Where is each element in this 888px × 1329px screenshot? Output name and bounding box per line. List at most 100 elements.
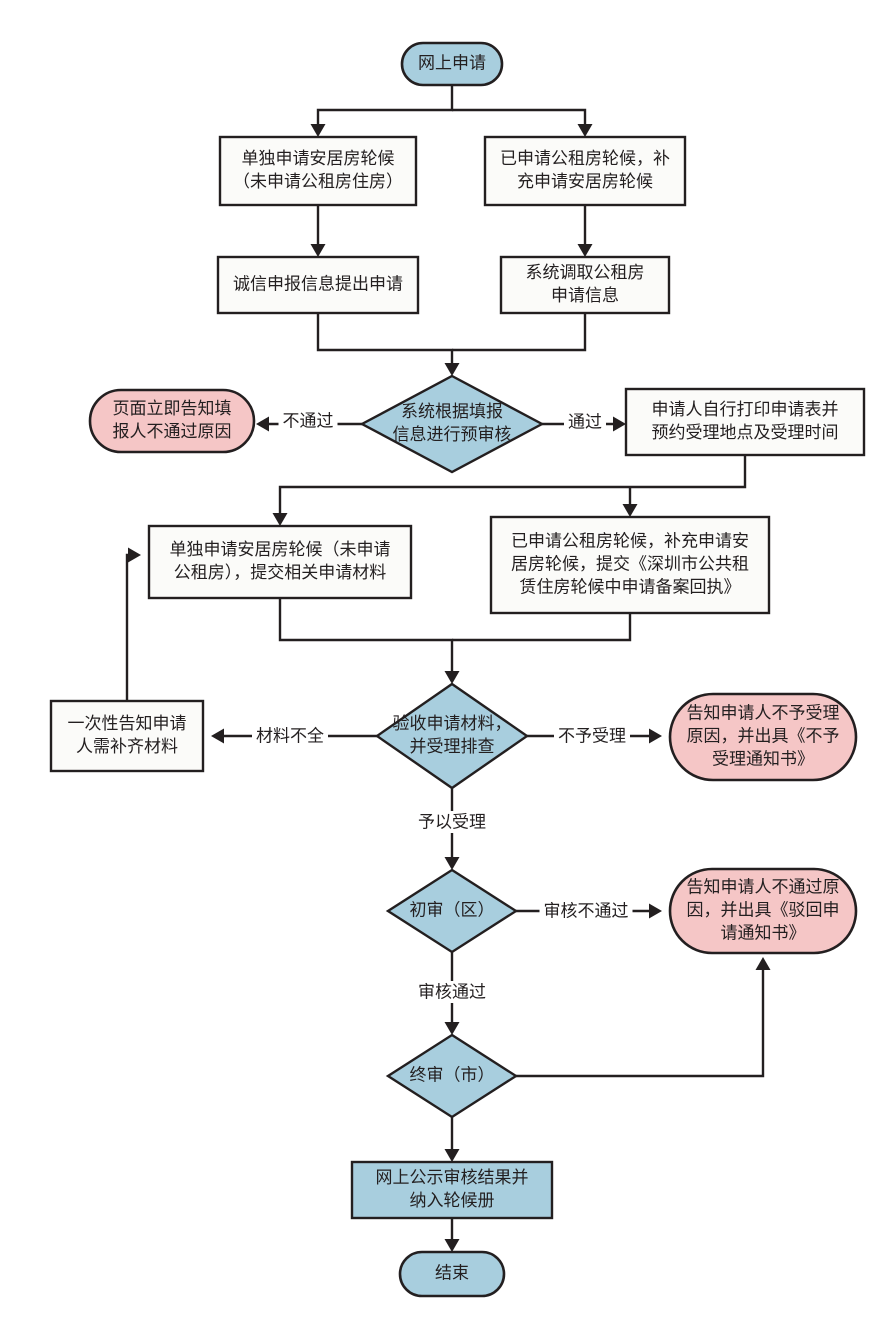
edge-label-text: 审核不通过 — [544, 901, 629, 920]
process-honest-declaration-label: 诚信申报信息提出申请 — [233, 274, 403, 293]
start-terminator-shape — [400, 41, 504, 87]
edge-start-to-apply-supplement — [452, 108, 593, 137]
decision-check-materials[interactable]: 验收申请材料， 并受理排查 — [374, 682, 530, 790]
arrow-head-icon — [613, 416, 626, 432]
edge-label-text: 不予受理 — [558, 726, 626, 745]
edge-final-review-to-publicize — [444, 1117, 460, 1162]
arrow-head-icon — [211, 728, 224, 744]
alert-notify-application-rejected-label: 告知申请人不通过原 — [687, 877, 840, 896]
edge-check-materials-incomplete-label: 材料不全 — [252, 725, 328, 747]
process-submit-materials-alone-label: 公租房），提交相关申请材料 — [174, 563, 387, 582]
process-honest-declaration[interactable]: 诚信申报信息提出申请 — [216, 255, 420, 315]
edge-final-review-to-notify-rejected — [516, 957, 771, 1078]
decision-first-review-district[interactable]: 初审（区） — [385, 868, 519, 954]
process-submit-materials-supplement[interactable]: 已申请公租房轮候，补充申请安居房轮候，提交《深圳市公共租赁住房轮候中申请备案回执… — [489, 515, 771, 615]
decision-check-materials-label: 验收申请材料， — [393, 714, 512, 733]
process-apply-alone[interactable]: 单独申请安居房轮候 （未申请公租房住房） — [218, 135, 418, 207]
edge-check-materials-refuse-acceptance-label: 不予受理 — [554, 725, 630, 747]
edge-label-text: 予以受理 — [418, 812, 486, 831]
edge-label-text: 审核通过 — [418, 982, 486, 1001]
arrow-head-icon — [649, 903, 662, 919]
alert-notify-application-rejected-shape — [668, 867, 858, 955]
process-system-fetch-info-shape — [499, 255, 671, 315]
edge-apply-alone-to-declaration — [310, 205, 326, 257]
end-terminator-label: 结束 — [435, 1263, 469, 1282]
arrow-head-icon — [256, 416, 269, 432]
arrow-head-icon — [649, 728, 662, 744]
edge-apply-supplement-to-system-fetch — [577, 205, 593, 257]
arrow-head-icon — [444, 671, 460, 684]
process-notify-incomplete-materials-label: 一次性告知申请 — [68, 714, 187, 733]
process-print-form-and-book-label: 申请人自行打印申请表并 — [652, 400, 839, 419]
alert-notify-refuse-acceptance-label: 原因，并出具《不予 — [687, 726, 840, 745]
process-apply-alone-shape — [218, 135, 418, 207]
arrow-head-icon — [577, 244, 593, 257]
process-publicize-result-shape — [350, 1160, 554, 1220]
edge-publicize-to-end — [444, 1218, 460, 1252]
edge-print-form-to-submit-supplement — [622, 487, 638, 517]
edge-pre-audit-fail-to-notify-label: 不通过 — [278, 410, 338, 432]
edge-first-review-pass-to-final-review-label: 审核通过 — [414, 981, 490, 1003]
process-print-form-and-book-label: 预约受理地点及受理时间 — [652, 423, 839, 442]
edge-label-text: 材料不全 — [256, 726, 324, 745]
process-notify-incomplete-materials-shape — [49, 699, 205, 773]
process-submit-materials-supplement-shape — [489, 515, 771, 615]
arrow-head-icon — [444, 1239, 460, 1252]
edge-print-form-to-submit-alone — [272, 455, 747, 526]
decision-first-review-district-label: 初审（区） — [410, 900, 495, 919]
process-system-fetch-info-label: 申请信息 — [551, 286, 619, 305]
edge-submit-alone-to-check-materials — [278, 598, 460, 684]
arrow-head-icon — [444, 1022, 460, 1035]
start-terminator-label: 网上申请 — [418, 53, 486, 72]
alert-page-notify-fail-reason-label: 报人不通过原因 — [113, 422, 232, 441]
process-apply-alone-label: （未申请公租房住房） — [233, 172, 403, 191]
alert-notify-application-rejected-label: 因，并出具《驳回申 — [687, 900, 840, 919]
process-submit-materials-alone[interactable]: 单独申请安居房轮候（未申请公租房），提交相关申请材料 — [147, 524, 413, 600]
process-honest-declaration-shape — [216, 255, 420, 315]
edge-first-review-fail-to-notify-label: 审核不通过 — [539, 900, 633, 922]
process-apply-alone-label: 单独申请安居房轮候 — [242, 149, 395, 168]
edge-system-fetch-to-pre-audit — [452, 313, 587, 352]
decision-check-materials-shape — [374, 682, 530, 790]
edge-label-text: 通过 — [568, 412, 602, 431]
alert-notify-application-rejected-label: 请通知书》 — [721, 923, 806, 942]
alert-notify-refuse-acceptance-label: 告知申请人不予受理 — [687, 703, 840, 722]
decision-pre-audit-label: 信息进行预审核 — [393, 425, 512, 444]
process-publicize-result-label: 纳入轮候册 — [410, 1191, 495, 1210]
decision-final-review-city[interactable]: 终审（市） — [385, 1033, 519, 1119]
end-terminator[interactable]: 结束 — [398, 1250, 506, 1298]
decision-final-review-city-label: 终审（市） — [410, 1065, 495, 1084]
process-submit-materials-supplement-label: 居房轮候，提交《深圳市公共租 — [511, 554, 749, 573]
process-notify-incomplete-materials-label: 人需补齐材料 — [76, 737, 178, 756]
arrow-head-icon — [310, 124, 326, 137]
process-submit-materials-alone-label: 单独申请安居房轮候（未申请 — [170, 540, 391, 559]
decision-check-materials-label: 并受理排查 — [410, 737, 495, 756]
arrow-head-icon — [622, 504, 638, 517]
process-system-fetch-info-label: 系统调取公租房 — [526, 263, 645, 282]
arrow-head-icon — [444, 857, 460, 870]
arrow-head-icon — [310, 244, 326, 257]
arrow-head-icon — [444, 363, 460, 376]
edge-pre-audit-pass-to-print-form-label: 通过 — [564, 411, 606, 433]
arrow-head-icon — [444, 1149, 460, 1162]
edge-declaration-to-pre-audit — [316, 313, 460, 376]
arrow-head-icon — [128, 547, 141, 563]
edge-notify-incomplete-back-to-submit — [125, 547, 141, 701]
decision-pre-audit-label: 系统根据填报 — [401, 402, 503, 421]
process-print-form-and-book-shape — [624, 387, 866, 457]
arrow-head-icon — [755, 957, 771, 970]
decision-first-review-district-shape — [385, 868, 519, 954]
start-terminator[interactable]: 网上申请 — [400, 41, 504, 87]
